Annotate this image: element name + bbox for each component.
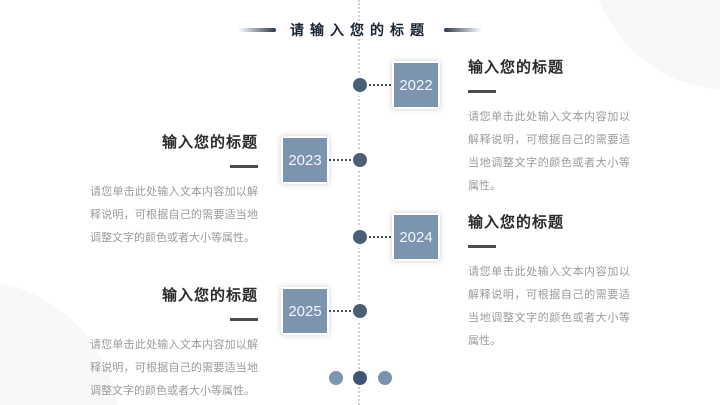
year-box-2024: 2024	[392, 213, 440, 261]
ellipsis-dot-center	[353, 371, 367, 385]
timeline-node-dot-2024	[353, 230, 367, 244]
year-box-2023: 2023	[281, 136, 329, 184]
heading-underline	[230, 318, 258, 321]
slide-title-row: 请输入您的标题	[0, 20, 720, 40]
ellipsis-dot-left	[329, 371, 343, 385]
entry-body: 请您单击此处输入文本内容加以解释说明，可根据自己的需要适当地调整文字的颜色或者大…	[468, 266, 630, 347]
timeline-connector-2023	[329, 159, 351, 161]
timeline-node-dot-2023	[353, 153, 367, 167]
timeline-node-dot-2025	[353, 304, 367, 318]
entry-body: 请您单击此处输入文本内容加以解释说明，可根据自己的需要适当地调整文字的颜色或者大…	[468, 111, 630, 192]
entry-body: 请您单击此处输入文本内容加以解释说明，可根据自己的需要适当地调整文字的颜色或者大…	[90, 339, 258, 397]
page-title: 请输入您的标题	[290, 22, 430, 38]
entry-text-2023: 输入您的标题 请您单击此处输入文本内容加以解释说明，可根据自己的需要适当地调整文…	[90, 131, 258, 250]
ellipsis-dot-right	[378, 371, 392, 385]
entry-text-2024: 输入您的标题 请您单击此处输入文本内容加以解释说明，可根据自己的需要适当地调整文…	[468, 211, 630, 353]
title-right-dash	[444, 28, 482, 32]
timeline-connector-2024	[369, 236, 391, 238]
entry-heading: 输入您的标题	[468, 214, 565, 231]
entry-heading: 输入您的标题	[161, 134, 258, 151]
title-left-dash	[238, 28, 276, 32]
heading-underline	[230, 165, 258, 168]
entry-text-2022: 输入您的标题 请您单击此处输入文本内容加以解释说明，可根据自己的需要适当地调整文…	[468, 56, 630, 198]
heading-underline	[468, 245, 496, 248]
heading-underline	[468, 90, 496, 93]
entry-heading: 输入您的标题	[161, 287, 258, 304]
timeline-connector-2025	[329, 310, 351, 312]
timeline-connector-2022	[369, 84, 391, 86]
year-box-2025: 2025	[281, 287, 329, 335]
timeline-axis-dotted-line	[358, 0, 360, 405]
year-box-2022: 2022	[392, 61, 440, 109]
entry-text-2025: 输入您的标题 请您单击此处输入文本内容加以解释说明，可根据自己的需要适当地调整文…	[90, 284, 258, 403]
entry-body: 请您单击此处输入文本内容加以解释说明，可根据自己的需要适当地调整文字的颜色或者大…	[90, 186, 258, 244]
entry-heading: 输入您的标题	[468, 59, 565, 76]
timeline-node-dot-2022	[353, 78, 367, 92]
